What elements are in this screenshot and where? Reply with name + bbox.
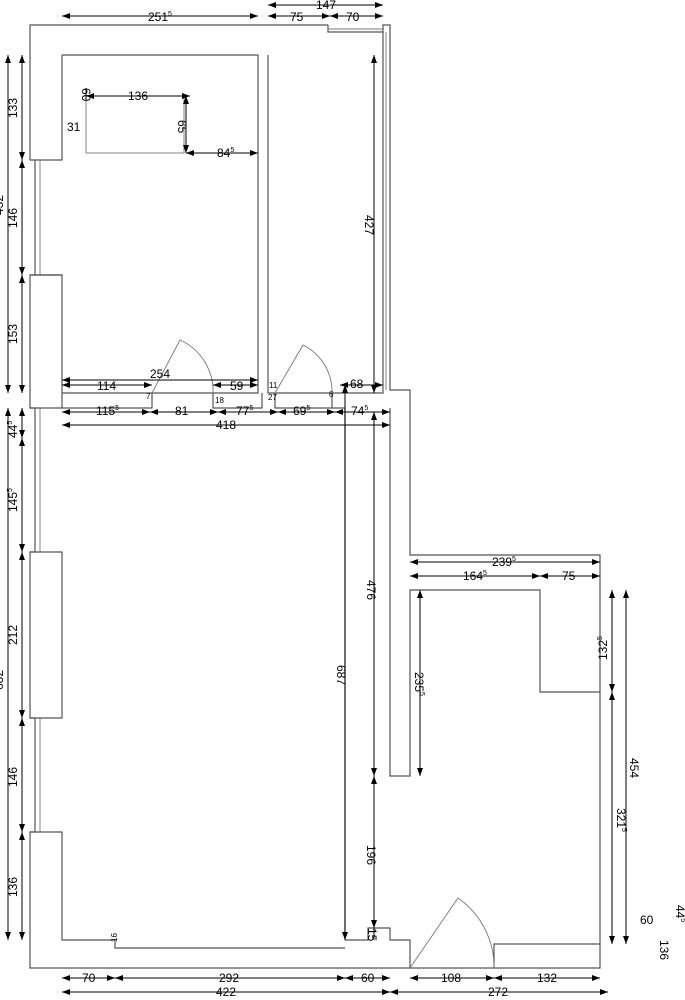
dim-418: 418	[216, 418, 236, 432]
dim-153: 153	[6, 324, 20, 344]
dim-136-cabinet: 136	[128, 89, 148, 103]
walls	[29, 24, 601, 969]
dim-212: 212	[6, 625, 20, 645]
dim-60-corner: 60	[640, 913, 654, 927]
dim-7: 7	[146, 392, 151, 401]
cabinet-outline	[85, 95, 185, 154]
dim-235: 2355	[412, 672, 426, 696]
dim-65: 65	[175, 120, 189, 134]
dimension-arrows	[5, 2, 629, 995]
dimension-lines	[7, 4, 627, 993]
wall-upper-top	[327, 24, 601, 969]
wall-outer-upper	[29, 24, 345, 969]
dim-74: 745	[351, 404, 368, 418]
dim-146-upper: 146	[6, 208, 20, 228]
dim-60-cabinet: 60	[79, 88, 93, 102]
dim-132-vertical: 1325	[596, 636, 610, 660]
dim-44: 445	[6, 421, 20, 438]
dim-15: 15	[365, 928, 379, 942]
wall-inner-right-upper	[267, 32, 384, 394]
dim-476: 476	[364, 580, 378, 600]
dim-18: 18	[215, 396, 224, 405]
wall-left-pier-2	[30, 393, 63, 409]
dim-132-bottom: 132	[537, 971, 557, 985]
dim-16: 16	[110, 933, 119, 942]
dim-77: 775	[236, 404, 253, 418]
wall-left-pier-3	[30, 551, 63, 719]
dim-454: 454	[627, 758, 641, 778]
dim-75-right: 75	[562, 569, 576, 583]
dim-254: 254	[150, 367, 170, 381]
dim-81: 81	[175, 404, 189, 418]
dim-239: 2395	[492, 555, 516, 569]
dim-427: 427	[362, 215, 376, 235]
dim-27: 27	[268, 393, 277, 402]
wall-left-pier-4	[30, 831, 345, 949]
dim-136-left: 136	[6, 877, 20, 897]
dim-75-top: 75	[290, 10, 304, 24]
dim-422: 422	[216, 985, 236, 999]
dim-31: 31	[67, 120, 81, 134]
doors	[151, 339, 495, 969]
dim-682: 682	[0, 670, 6, 690]
dim-145: 1455	[6, 488, 20, 512]
dim-114: 114	[97, 379, 116, 393]
dim-70-bottom: 70	[82, 971, 96, 985]
dim-115: 1155	[96, 404, 119, 418]
dim-108: 108	[441, 971, 461, 985]
wall-inner-left-upper	[35, 55, 63, 161]
door-entrance	[409, 897, 495, 969]
door-upper-left	[151, 339, 214, 394]
dim-136-corner: 136	[657, 940, 671, 960]
dim-70-top: 70	[346, 10, 360, 24]
dim-272: 272	[488, 985, 508, 999]
wall-corridor	[389, 408, 600, 777]
dim-251: 2515	[148, 10, 172, 24]
dim-11: 11	[269, 381, 278, 390]
wall-bottom-mid	[345, 927, 411, 969]
dim-164: 1645	[463, 569, 487, 583]
door-upper-right	[274, 344, 333, 394]
dim-60-bottom: 60	[361, 971, 375, 985]
dim-84: 845	[217, 146, 234, 160]
dim-196: 196	[364, 845, 378, 865]
dim-321: 3215	[614, 808, 628, 832]
wall-bottom-right	[493, 943, 600, 968]
wall-middle-partition-3	[274, 393, 333, 409]
dim-69: 695	[293, 404, 310, 418]
dim-687: 687	[334, 665, 348, 685]
dim-44-corner: 445	[673, 905, 685, 922]
dim-68: 68	[350, 377, 364, 391]
wall-middle-partition-2	[212, 393, 263, 409]
dim-133: 133	[6, 98, 20, 118]
dim-432: 432	[0, 195, 6, 215]
wall-middle-partition	[62, 393, 153, 409]
dim-59: 59	[230, 379, 244, 393]
wall-inner-left	[35, 54, 259, 394]
dim-292: 292	[219, 971, 239, 985]
dim-6: 6	[329, 390, 334, 399]
dim-147: 147	[316, 0, 336, 12]
dim-146-lower: 146	[6, 767, 20, 787]
